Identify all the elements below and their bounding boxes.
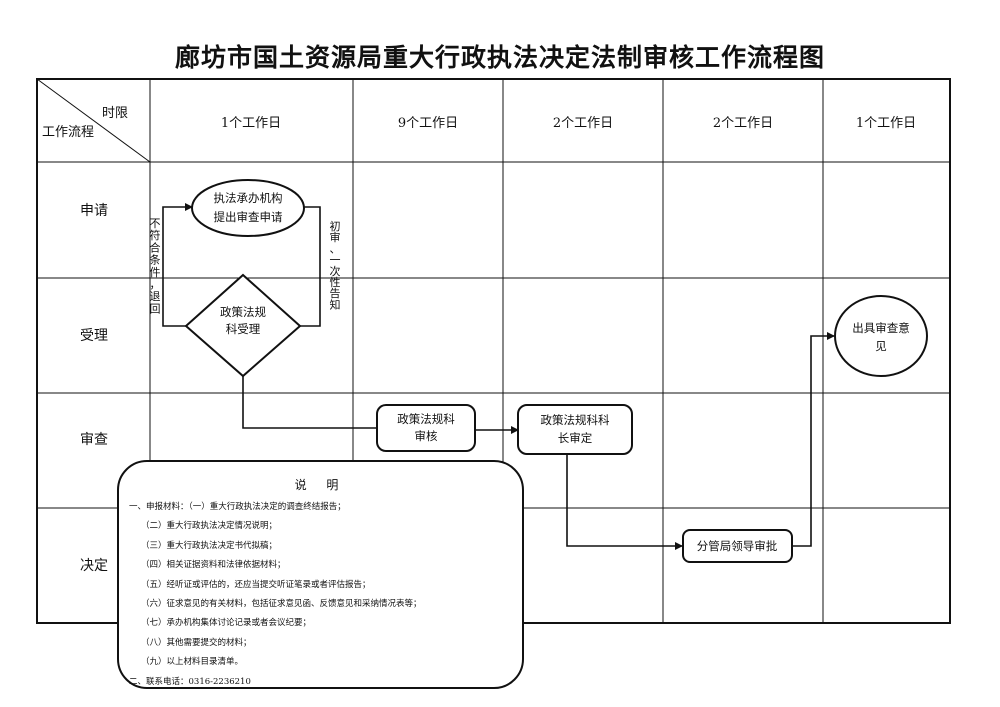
node-apply: 执法承办机构 提出审查申请: [191, 179, 305, 237]
row-label-review: 审查: [80, 432, 108, 448]
node-opinion: 出具审查意 见: [834, 295, 928, 377]
corner-time-label: 时限: [102, 106, 128, 121]
edge-chief-to-leader: [566, 454, 683, 550]
node-leader-text: 分管局领导审批: [697, 539, 778, 553]
row-label-apply: 申请: [80, 203, 108, 219]
note-item: （六）征求意见的有关材料，包括征求意见函、反馈意见和采纳情况表等；: [141, 598, 422, 609]
note-item: （九）以上材料目录清单。: [141, 657, 244, 668]
edge-label-inform-text: 初审、一次性告知: [330, 219, 341, 311]
row-label-accept: 受理: [80, 328, 108, 344]
edge-inform-loop: [300, 206, 321, 327]
page-title: 廊坊市国土资源局重大行政执法决定法制审核工作流程图: [174, 43, 825, 72]
note-item: 二、联系电话：0316-2236210: [129, 676, 251, 687]
node-review-line1: 政策法规科: [397, 412, 455, 426]
node-chief: 政策法规科科 长审定: [517, 404, 633, 455]
notes-box: 说 明 一、申报材料：（一）重大行政执法决定的调查终结报告； （二）重大行政执法…: [117, 460, 524, 689]
note-item: （七）承办机构集体讨论记录或者会议纪要；: [141, 618, 312, 629]
note-item: （二）重大行政执法决定情况说明；: [141, 521, 278, 532]
edge-label-inform: 初审、一次性告知: [330, 219, 341, 311]
node-chief-line2: 长审定: [558, 431, 593, 445]
node-leader: 分管局领导审批: [682, 529, 793, 563]
notes-title: 说 明: [294, 478, 347, 492]
node-opinion-line1: 出具审查意: [852, 321, 910, 335]
node-apply-line2: 提出审查申请: [214, 210, 283, 224]
notes-list: 一、申报材料：（一）重大行政执法决定的调查终结报告； （二）重大行政执法决定情况…: [129, 498, 422, 692]
note-item: 一、申报材料：（一）重大行政执法决定的调查终结报告；: [129, 502, 346, 512]
edge-label-reject-text: 不符合条件，退回: [150, 217, 161, 315]
row-label-decide: 决定: [80, 558, 108, 574]
node-accept-line2: 科受理: [226, 322, 261, 336]
edge-label-reject: 不符合条件，退回: [150, 217, 161, 315]
edge-accept-to-review: [242, 375, 377, 429]
column-header-4: 2个工作日: [713, 116, 773, 131]
node-apply-line1: 执法承办机构: [214, 191, 283, 205]
column-header-1: 1个工作日: [221, 116, 281, 131]
node-chief-line1: 政策法规科科: [541, 413, 610, 427]
node-review-line2: 审核: [415, 429, 438, 443]
node-accept-line1: 政策法规: [220, 305, 266, 319]
edge-reject-loop: [162, 203, 193, 327]
corner-process-label: 工作流程: [42, 125, 94, 140]
column-header-5: 1个工作日: [856, 116, 916, 131]
note-item: （四）相关证据资料和法律依据材料；: [141, 560, 286, 571]
edge-leader-to-opinion: [792, 332, 835, 547]
node-accept: 政策法规 科受理: [184, 273, 302, 378]
column-header-2: 9个工作日: [398, 116, 458, 131]
column-header-3: 2个工作日: [553, 116, 613, 131]
note-item: （五）经听证或评估的，还应当提交听证笔录或者评估报告；: [141, 579, 371, 590]
note-item: （三）重大行政执法决定书代拟稿；: [141, 540, 278, 551]
corner-diagonal: [36, 78, 151, 163]
node-review: 政策法规科 审核: [376, 404, 476, 452]
node-opinion-line2: 见: [875, 339, 887, 353]
note-item: （八）其他需要提交的材料；: [141, 637, 252, 648]
